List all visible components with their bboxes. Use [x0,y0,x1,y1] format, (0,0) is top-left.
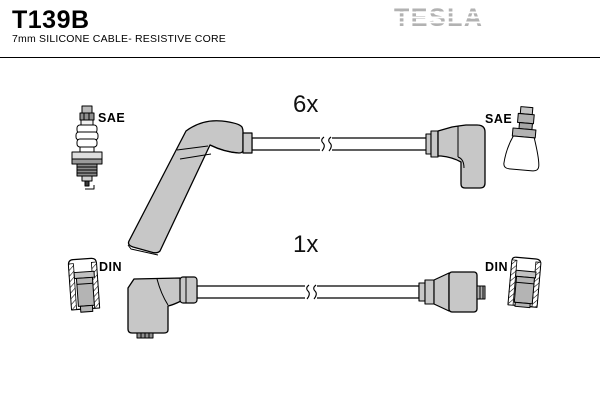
din-label-left: DIN [99,260,122,274]
ignition-cable-1x [127,271,486,339]
spark-plug-icon [71,105,103,190]
header: T139B 7mm SILICONE CABLE- RESISTIVE CORE… [0,0,600,58]
straight-boot-icon [433,272,450,312]
quantity-6x: 6x [293,91,318,118]
sae-label-left: SAE [98,111,125,125]
elbow-boot-icon [437,124,486,189]
din-socket-section-icon [67,257,101,313]
sae-label-right: SAE [485,112,512,126]
kit-diagram: SAE 6x SAE [67,91,542,339]
tesla-logo: TESLA [393,4,518,32]
quantity-1x: 1x [293,231,318,258]
angled-boot-icon [127,120,244,254]
spark-plug-terminal-icon [503,106,540,172]
din-label-right: DIN [485,260,508,274]
logo-stripes [393,11,518,24]
din-socket-section-icon [507,256,542,309]
subtitle: 7mm SILICONE CABLE- RESISTIVE CORE [12,33,226,45]
ignition-cable-6x [127,120,486,256]
elbow-boot-icon [127,277,182,334]
part-number: T139B [12,6,90,34]
